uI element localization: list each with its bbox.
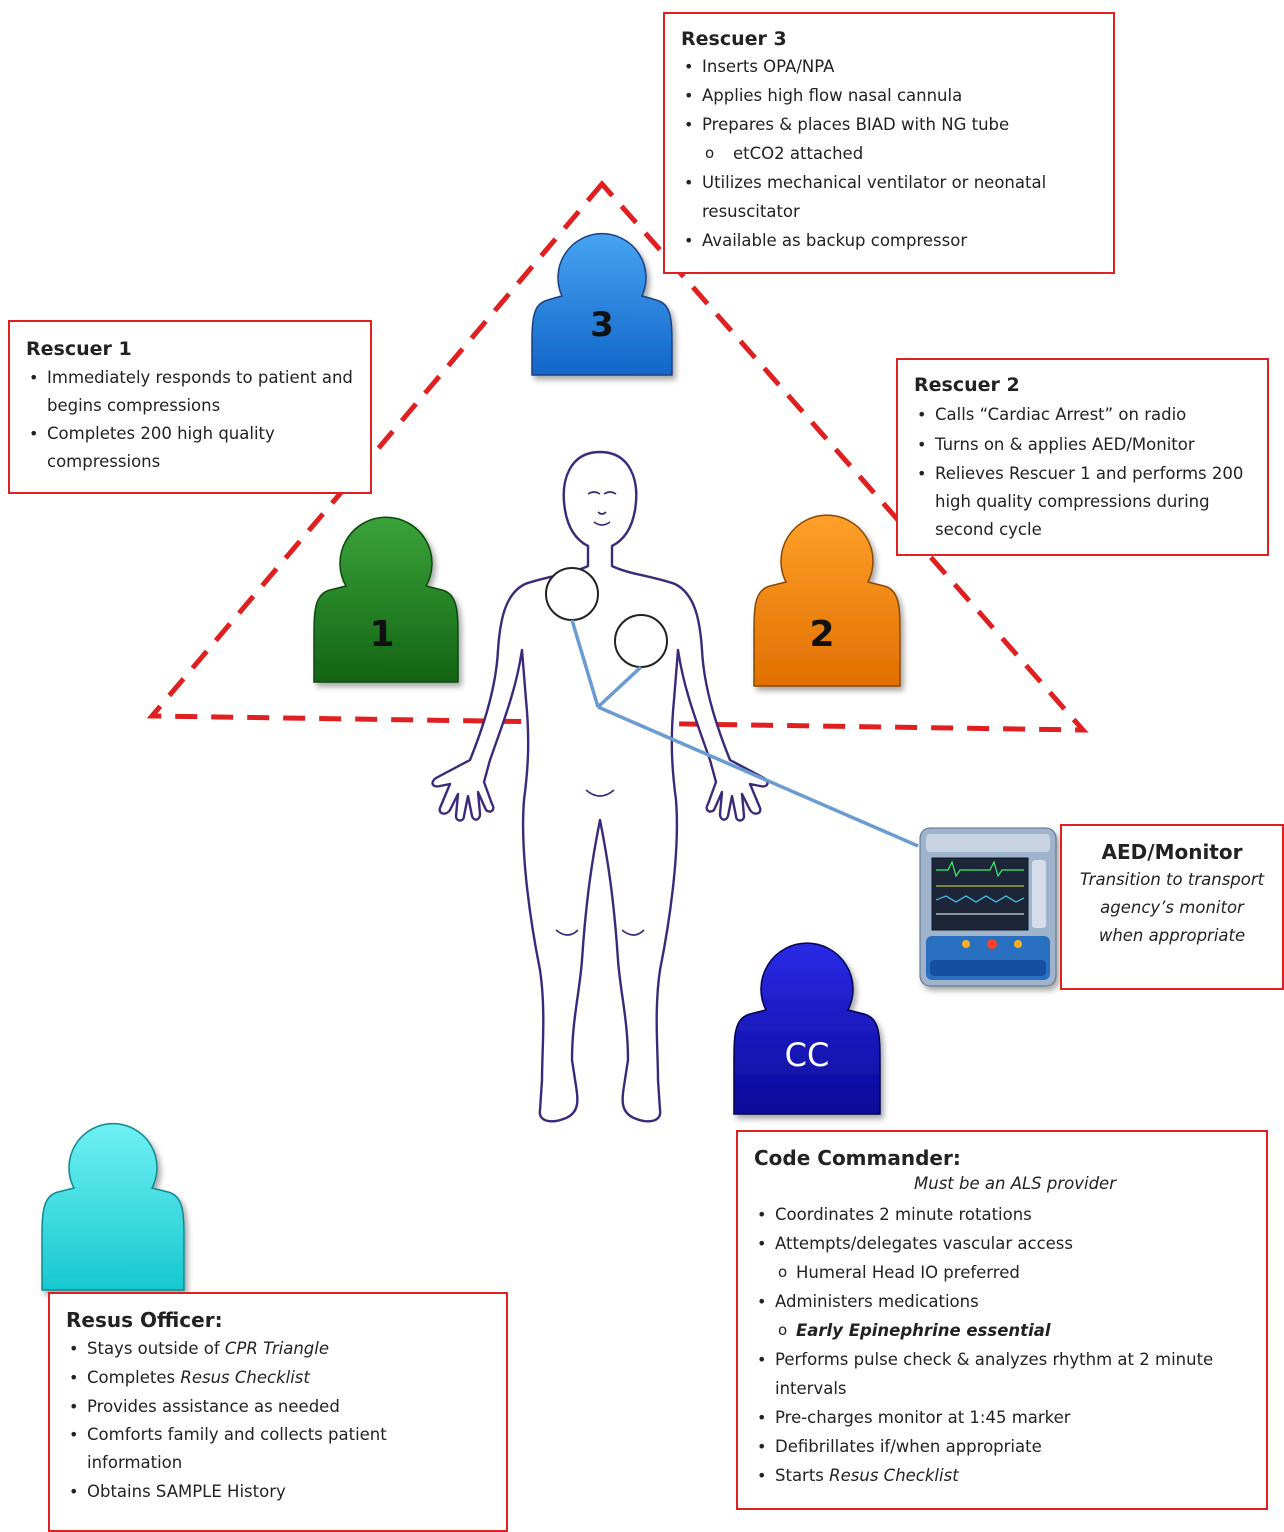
aed-monitor-note: Transition to transport agency’s monitor… — [1079, 870, 1265, 945]
label-code-commander: CC — [785, 1036, 830, 1074]
rescuer-1-title: Rescuer 1 — [26, 338, 132, 360]
rescuer-3-box: Rescuer 3 Inserts OPA/NPA Applies high f… — [663, 12, 1115, 274]
list-item: Calls “Cardiac Arrest” on radio — [914, 400, 1261, 430]
rescuer-1-box: Rescuer 1 Immediately responds to patien… — [8, 320, 372, 494]
cpr-triangle-text: CPR Triangle — [224, 1339, 330, 1358]
list-item: Obtains SAMPLE History — [66, 1477, 498, 1506]
rescuer-3-list: Inserts OPA/NPA Applies high flow nasal … — [681, 52, 1103, 255]
resus-checklist-text: Resus Checklist — [829, 1466, 959, 1485]
patient-body-outline — [431, 450, 769, 1123]
list-item: Pre-charges monitor at 1:45 marker — [754, 1403, 1256, 1432]
list-item: Stays outside of CPR Triangle — [66, 1334, 498, 1363]
list-item: Immediately responds to patient and begi… — [26, 364, 362, 420]
list-item: Administers medications — [754, 1287, 1256, 1316]
list-item: Utilizes mechanical ventilator or neonat… — [681, 168, 1103, 226]
rescuer-3-title: Rescuer 3 — [681, 28, 787, 50]
list-subitem: etCO2 attached — [681, 139, 1103, 168]
list-item: Completes 200 high quality compressions — [26, 420, 362, 476]
aed-pad-upper — [545, 567, 599, 621]
list-subitem: Early Epinephrine essential — [754, 1316, 1256, 1345]
list-item: Completes Resus Checklist — [66, 1363, 498, 1392]
code-commander-subtitle: Must be an ALS provider — [914, 1174, 1116, 1193]
code-commander-title: Code Commander: — [754, 1146, 961, 1170]
aed-cables — [570, 619, 919, 848]
list-item: Starts Resus Checklist — [754, 1461, 1256, 1490]
list-subitem: Humeral Head IO preferred — [754, 1258, 1256, 1287]
starts-text: Starts — [775, 1466, 830, 1485]
person-icon-rescuer-3 — [531, 232, 673, 376]
person-icon-rescuer-2 — [753, 514, 901, 687]
code-commander-list: Coordinates 2 minute rotations Attempts/… — [754, 1200, 1256, 1490]
early-epinephrine-text: Early Epinephrine essential — [796, 1321, 1051, 1340]
list-item: Inserts OPA/NPA — [681, 52, 1103, 81]
patient-face — [587, 491, 617, 526]
rescuer-2-list: Calls “Cardiac Arrest” on radio Turns on… — [914, 400, 1261, 544]
completes-text: Completes — [87, 1368, 181, 1387]
stays-outside-text: Stays outside of — [87, 1339, 225, 1358]
label-rescuer-2: 2 — [809, 614, 834, 655]
aed-monitor-box: AED/Monitor Transition to transport agen… — [1060, 824, 1284, 990]
rescuer-2-title: Rescuer 2 — [914, 374, 1020, 396]
list-item: Performs pulse check & analyzes rhythm a… — [754, 1345, 1256, 1403]
list-item: Prepares & places BIAD with NG tube — [681, 110, 1103, 139]
list-item: Relieves Rescuer 1 and performs 200 high… — [914, 460, 1261, 544]
list-item: Attempts/delegates vascular access — [754, 1229, 1256, 1258]
resus-checklist-text: Resus Checklist — [180, 1368, 310, 1387]
aed-monitor-title: AED/Monitor — [1101, 840, 1243, 864]
person-icon-code-commander — [733, 942, 881, 1115]
rescuer-1-list: Immediately responds to patient and begi… — [26, 364, 362, 476]
list-item: Provides assistance as needed — [66, 1392, 498, 1421]
aed-monitor-device — [919, 827, 1057, 987]
code-commander-box: Code Commander: Must be an ALS provider … — [736, 1130, 1268, 1510]
person-icon-rescuer-1 — [313, 516, 459, 683]
list-item: Coordinates 2 minute rotations — [754, 1200, 1256, 1229]
list-item: Comforts family and collects patient inf… — [66, 1421, 498, 1477]
resus-officer-title: Resus Officer: — [66, 1308, 223, 1332]
list-item: Defibrillates if/when appropriate — [754, 1432, 1256, 1461]
rescuer-2-box: Rescuer 2 Calls “Cardiac Arrest” on radi… — [896, 358, 1269, 556]
resus-officer-box: Resus Officer: Stays outside of CPR Tria… — [48, 1292, 508, 1532]
list-item: Available as backup compressor — [681, 226, 1103, 255]
list-item: Applies high flow nasal cannula — [681, 81, 1103, 110]
label-rescuer-3: 3 — [590, 305, 614, 345]
list-item: Turns on & applies AED/Monitor — [914, 430, 1261, 460]
label-rescuer-1: 1 — [369, 614, 394, 655]
resus-officer-list: Stays outside of CPR Triangle Completes … — [66, 1334, 498, 1506]
person-icon-resus-officer — [41, 1122, 185, 1291]
aed-pad-lower — [614, 614, 668, 668]
